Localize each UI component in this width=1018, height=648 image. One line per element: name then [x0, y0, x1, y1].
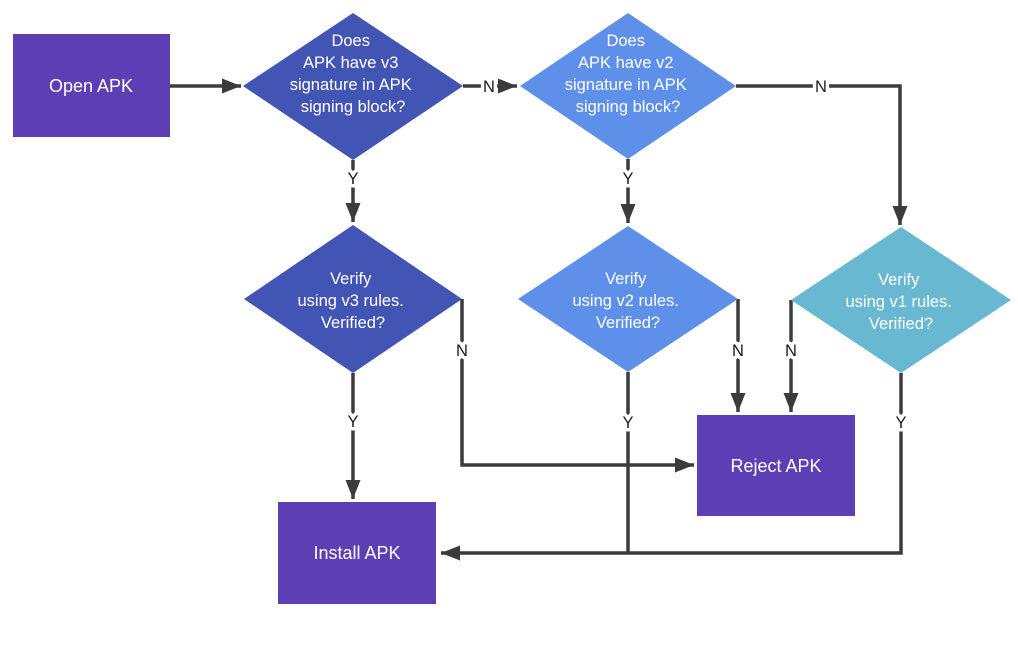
- arrow-v3-verify-no-to-reject: [460, 299, 694, 473]
- edge-label-v3-question-yes: Y: [347, 170, 358, 188]
- edge-label-v3-question-no: N: [483, 78, 495, 96]
- edge-label-v3-verify-no: N: [456, 342, 468, 360]
- node-v1-verify-diamond: [791, 227, 1011, 373]
- edge-label-v2-question-yes: Y: [622, 170, 633, 188]
- flow-connectors: [170, 78, 908, 561]
- node-open-apk: [13, 34, 170, 137]
- v3-question-label: Does APK have v3 signature in APK signin…: [290, 32, 417, 116]
- v1-verify-label: Verify using v1 rules. Verified?: [846, 271, 957, 333]
- reject-apk-label: Reject APK: [730, 456, 821, 476]
- edge-label-v3-verify-yes: Y: [347, 413, 358, 431]
- arrow-v1-verify-yes-to-install: [441, 373, 903, 561]
- node-v2-verify-diamond: [518, 226, 738, 372]
- edge-label-v1-verify-no: N: [785, 342, 797, 360]
- install-apk-label: Install APK: [313, 543, 400, 563]
- arrow-v2-question-no-to-v1-verify: [736, 84, 908, 225]
- v3-verify-label: Verify using v3 rules. Verified?: [298, 270, 409, 332]
- edge-labels: N Y Y N N Y N Y N Y: [344, 75, 910, 436]
- edge-label-v2-question-no: N: [815, 78, 827, 96]
- node-v3-verify-diamond: [244, 225, 462, 373]
- v2-verify-label: Verify using v2 rules. Verified?: [573, 270, 684, 332]
- edge-label-v2-verify-yes: Y: [622, 414, 633, 432]
- node-install-apk: [278, 502, 436, 604]
- node-labels: Open APK Does APK have v3 signature in A…: [49, 32, 957, 563]
- node-v2-question-diamond: [520, 13, 736, 159]
- edge-label-v2-verify-no: N: [732, 342, 744, 360]
- open-apk-label: Open APK: [49, 76, 133, 96]
- flow-nodes: [13, 13, 1011, 604]
- edge-label-v1-verify-yes: Y: [895, 414, 906, 432]
- node-reject-apk: [697, 415, 855, 516]
- node-v3-question-diamond: [243, 13, 463, 160]
- v2-question-label: Does APK have v2 signature in APK signin…: [565, 32, 692, 116]
